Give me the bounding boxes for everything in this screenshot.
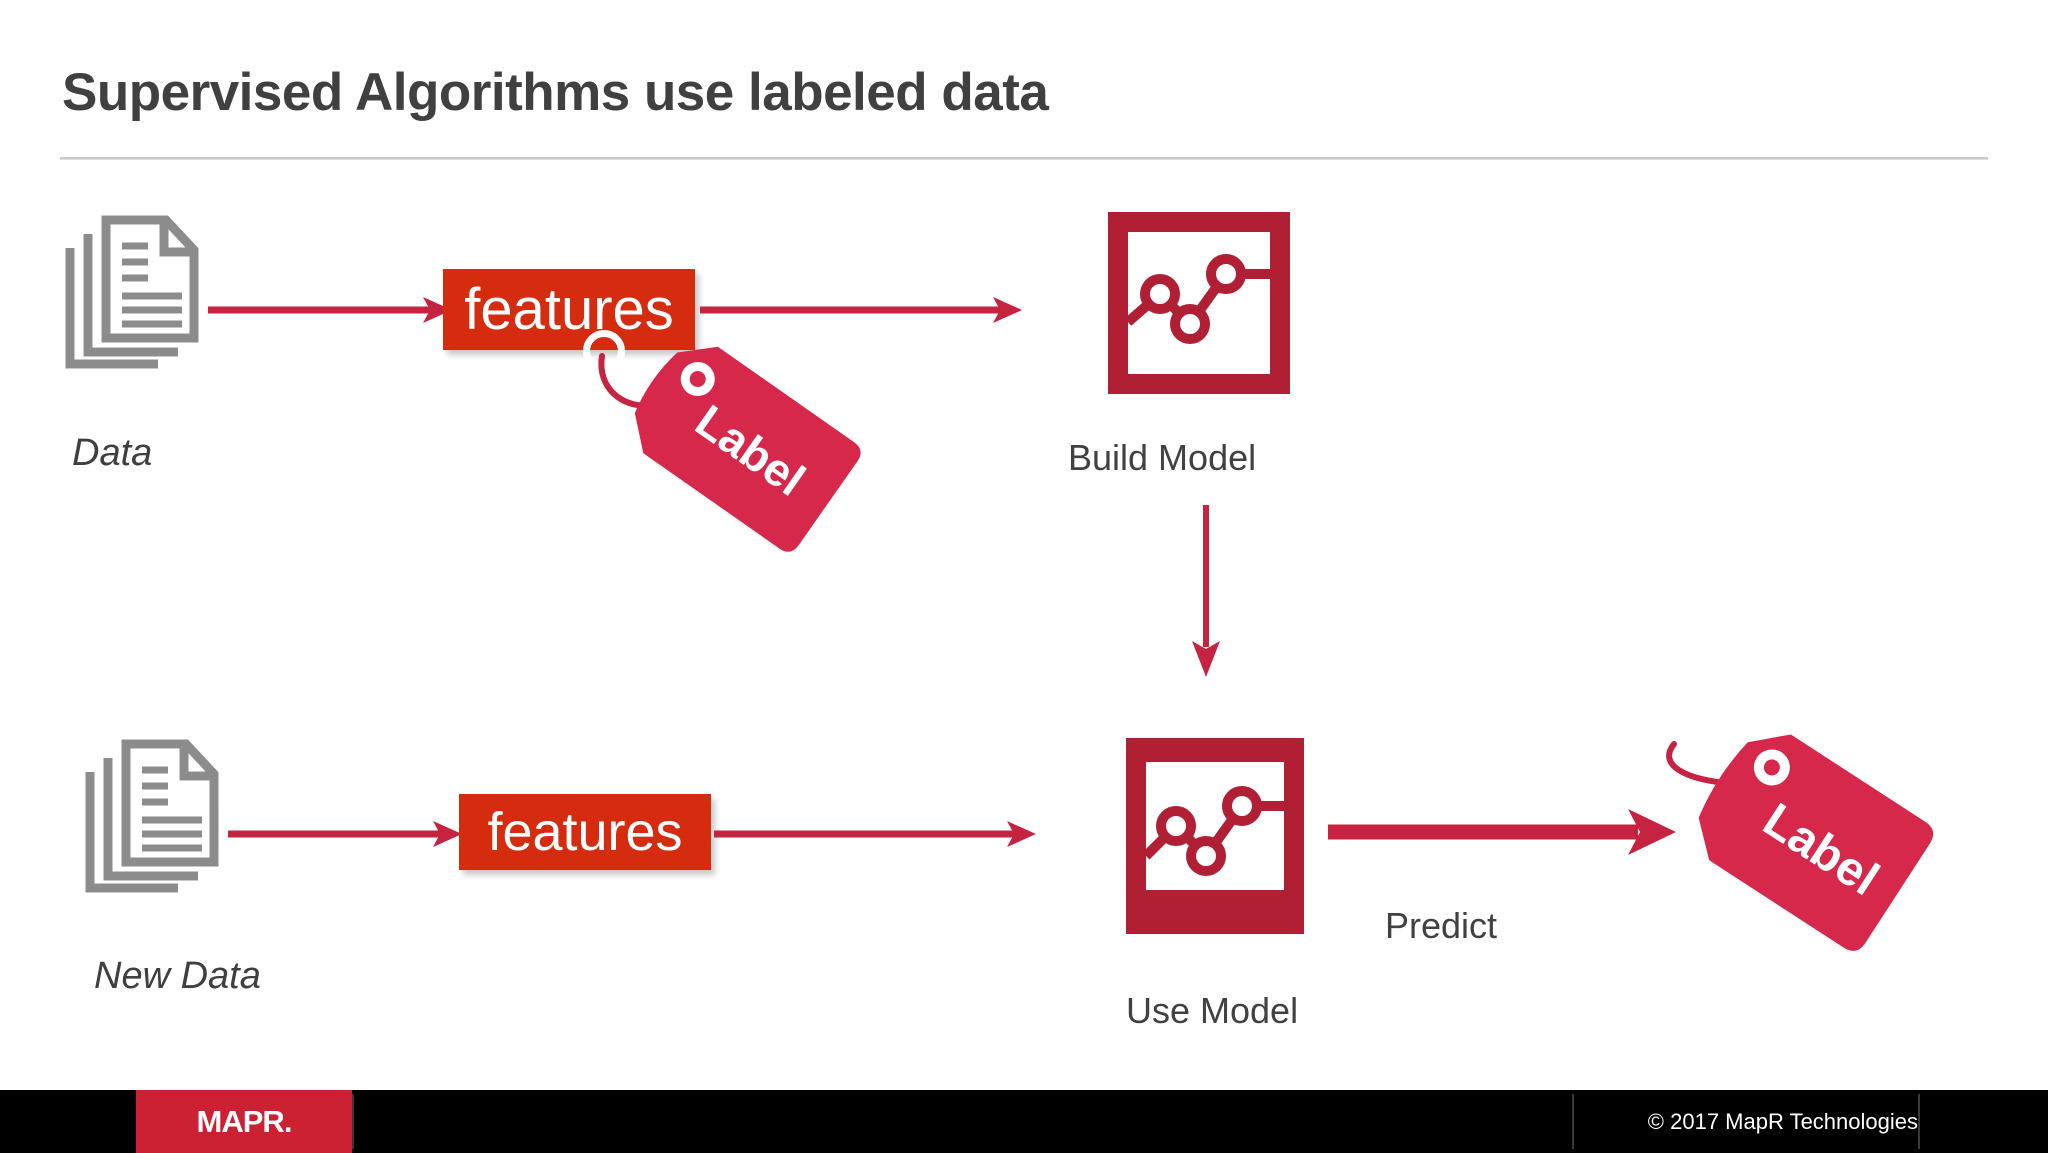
footer-divider-left: [352, 1094, 354, 1149]
arrow-data-to-features-top: [208, 297, 452, 323]
features-box-bottom-label: features: [487, 802, 683, 862]
features-box-top[interactable]: features: [443, 269, 695, 350]
predict-label: Predict: [1385, 905, 1498, 946]
build-model-label: Build Model: [1068, 437, 1257, 478]
document-stack-icon-new: [82, 736, 222, 896]
copyright-text: © 2017 MapR Technologies: [1647, 1108, 1918, 1134]
features-box-bottom[interactable]: features: [459, 794, 711, 870]
arrow-features-to-model-bottom: [714, 821, 1036, 847]
mapr-logo: MAPR.: [136, 1090, 352, 1153]
mapr-logo-text: MAPR.: [196, 1103, 293, 1139]
footer-bar: MAPR. © 2017 MapR Technologies: [0, 1090, 2048, 1153]
arrow-features-to-model-top: [700, 297, 1022, 323]
label-tag-top: Label: [590, 338, 861, 552]
model-chart-icon-use: [1126, 738, 1304, 934]
footer-divider-right: [1918, 1094, 1920, 1149]
new-data-label: New Data: [94, 955, 261, 997]
model-chart-icon-build: [1108, 212, 1290, 394]
data-label: Data: [72, 432, 153, 474]
document-stack-icon: [62, 212, 202, 372]
arrow-predict: [1328, 809, 1676, 855]
footer-divider-mid: [1572, 1094, 1574, 1149]
use-model-label: Use Model: [1126, 990, 1299, 1031]
title-divider: [60, 157, 1988, 160]
page-title: Supervised Algorithms use labeled data: [62, 63, 1049, 122]
arrow-data-to-features-bottom: [228, 821, 462, 847]
arrow-build-to-use-model: [1192, 505, 1220, 677]
label-tag-bottom: Label: [1640, 726, 1934, 956]
features-box-top-label: features: [464, 276, 674, 342]
